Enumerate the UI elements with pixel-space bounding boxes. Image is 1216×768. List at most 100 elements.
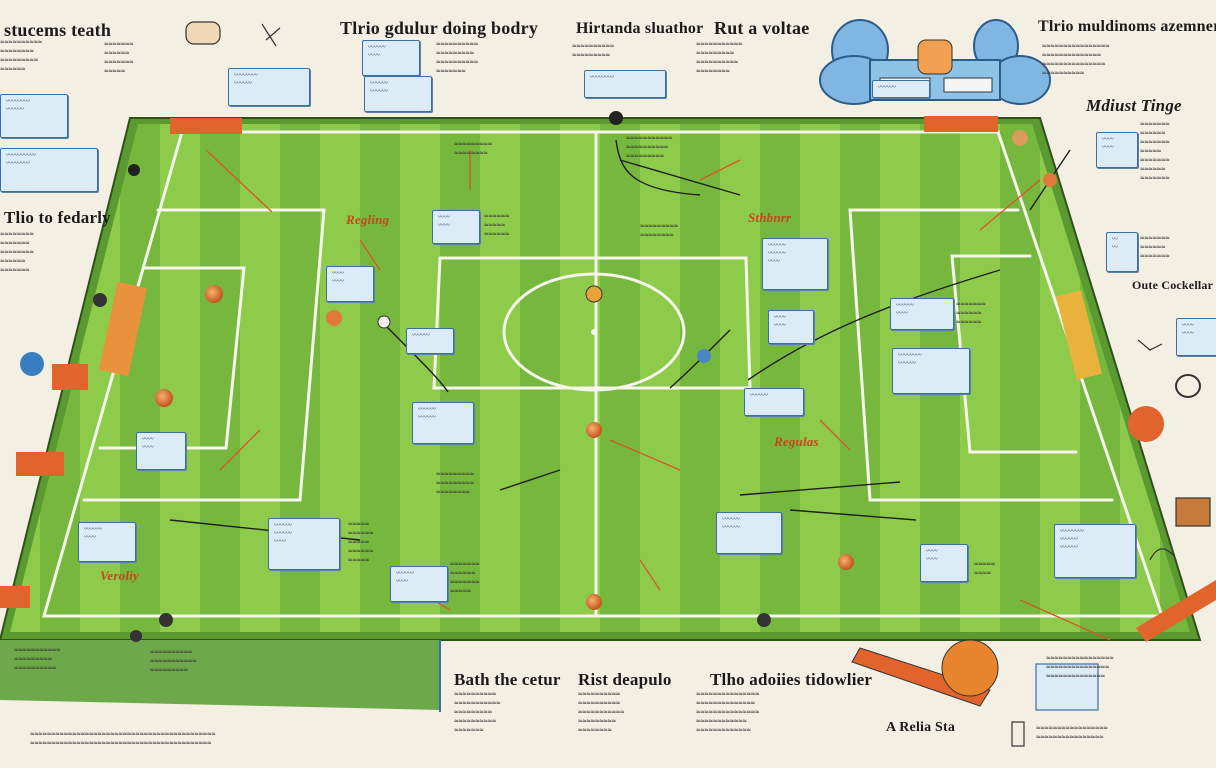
annotation-note: 〰〰 〰〰	[1096, 132, 1138, 168]
heading-right-upper: Mdiust Tinge	[1086, 96, 1182, 115]
annotation-note: 〰〰〰 〰〰〰	[716, 512, 782, 554]
doodles	[185, 21, 1211, 747]
tactic-arrows	[169, 139, 1071, 541]
annotation-note: 〰〰〰 〰〰〰 〰〰	[762, 238, 828, 290]
annotation-note: 〰〰〰〰 〰〰〰	[0, 94, 68, 138]
player-token	[757, 613, 771, 627]
text-block: ≈≈≈≈≈≈≈ ≈≈≈≈≈≈ ≈≈≈≈≈≈≈ ≈≈≈≈≈ ≈≈≈≈≈≈≈ ≈≈≈…	[1140, 120, 1170, 182]
player-token	[609, 111, 623, 125]
text-block: ≈≈≈≈≈≈≈≈≈ ≈≈≈≈≈≈≈≈	[454, 140, 492, 157]
field-label-left-lower: Veroliy	[100, 568, 139, 583]
orange-ball	[1128, 406, 1164, 442]
annotation-note: 〰〰〰 〰〰〰 〰〰	[268, 518, 340, 570]
annotation-note: 〰〰〰〰 〰〰〰	[228, 68, 310, 106]
heading-top-left: stucems teath	[4, 20, 112, 40]
annotation-note: 〰〰〰〰 〰〰〰	[892, 348, 970, 394]
orange-tag	[98, 281, 148, 377]
annotation-note: 〰〰〰 〰〰	[78, 522, 136, 562]
text-block: ≈≈≈≈≈≈≈≈≈ ≈≈≈≈≈≈≈≈	[640, 222, 678, 239]
field-label-right-lower: Regulas	[774, 434, 819, 449]
text-block: ≈≈≈≈≈≈≈ ≈≈≈≈≈≈ ≈≈≈≈≈≈≈	[1140, 234, 1170, 260]
stadium-drawing	[819, 19, 1051, 105]
player-token	[586, 594, 602, 610]
player-token	[586, 422, 602, 438]
text-block: ≈≈≈≈≈≈≈ ≈≈≈≈≈≈ ≈≈≈≈≈≈≈ ≈≈≈≈≈	[104, 40, 134, 75]
text-block: ≈≈≈≈≈≈≈≈≈≈≈ ≈≈≈≈≈≈≈≈≈≈ ≈≈≈≈≈≈≈≈≈	[626, 134, 673, 160]
player-token	[326, 310, 342, 326]
text-block: ≈≈≈≈≈≈≈≈≈≈≈≈≈≈≈ ≈≈≈≈≈≈≈≈≈≈≈≈≈≈ ≈≈≈≈≈≈≈≈≈…	[696, 690, 760, 734]
blue-ball	[20, 352, 44, 376]
text-block: ≈≈≈≈≈≈ ≈≈≈≈≈ ≈≈≈≈≈≈	[484, 212, 510, 238]
text-block: ≈≈≈≈≈≈≈≈≈≈≈≈≈≈≈≈ ≈≈≈≈≈≈≈≈≈≈≈≈≈≈ ≈≈≈≈≈≈≈≈…	[1042, 42, 1110, 77]
heading-top-center-right: Rut a voltae	[714, 18, 810, 38]
annotation-note: 〰〰〰 〰〰	[362, 40, 420, 76]
text-block: ≈≈≈≈≈≈≈≈≈≈≈≈≈≈≈≈≈ ≈≈≈≈≈≈≈≈≈≈≈≈≈≈≈≈	[1036, 724, 1108, 741]
heading-bottom-left-center: Bath the cetur	[454, 670, 561, 689]
heading-bottom-center: Rist deapulo	[578, 670, 672, 689]
heading-top-right: Tlrio muldinoms azemner	[1038, 18, 1216, 35]
heading-top-center: Hirtanda sluathor	[576, 20, 704, 37]
player-token	[585, 285, 603, 303]
annotation-note: 〰〰 〰〰	[326, 266, 374, 302]
annotation-note: 〰〰 〰〰	[768, 310, 814, 344]
players	[93, 111, 1057, 642]
orange-tag	[0, 586, 30, 608]
center-spot	[591, 329, 597, 335]
text-block: ≈≈≈≈≈≈≈≈ ≈≈≈≈≈≈≈ ≈≈≈≈≈≈≈≈ ≈≈≈≈≈≈ ≈≈≈≈≈≈≈	[0, 230, 34, 274]
annotation-note: 〰〰〰〰 〰〰〰 〰〰〰	[1054, 524, 1136, 578]
annotation-note: 〰 〰	[1106, 232, 1138, 272]
text-block: ≈≈≈≈≈≈≈≈≈ ≈≈≈≈≈≈≈≈≈ ≈≈≈≈≈≈≈≈	[436, 470, 474, 496]
lower-grass	[0, 640, 440, 710]
annotation-note: 〰〰〰 〰〰	[390, 566, 448, 602]
annotation-note: 〰〰〰 〰〰〰	[412, 402, 474, 444]
text-block: ≈≈≈≈≈≈≈≈≈≈ ≈≈≈≈≈≈≈≈≈	[572, 42, 615, 59]
text-block: ≈≈≈≈≈ ≈≈≈≈	[974, 560, 996, 577]
player-token	[1043, 173, 1057, 187]
text-block: ≈≈≈≈≈≈≈≈≈≈≈ ≈≈≈≈≈≈≈≈≈ ≈≈≈≈≈≈≈≈≈≈	[14, 646, 61, 672]
text-block: ≈≈≈≈≈≈≈≈≈≈≈≈≈≈≈≈ ≈≈≈≈≈≈≈≈≈≈≈≈≈≈≈ ≈≈≈≈≈≈≈…	[1046, 654, 1114, 680]
player-token	[93, 293, 107, 307]
annotation-note: 〰〰〰	[872, 80, 930, 98]
orange-bar	[1136, 580, 1216, 642]
text-block: ≈≈≈≈≈≈≈ ≈≈≈≈≈≈ ≈≈≈≈≈≈≈ ≈≈≈≈≈	[450, 560, 480, 595]
field-label-left: Regling	[346, 212, 390, 227]
text-block: ≈≈≈≈≈≈≈≈≈≈≈ ≈≈≈≈≈≈≈≈≈ ≈≈≈≈≈≈≈≈≈≈ ≈≈≈≈≈≈≈…	[696, 40, 743, 75]
heading-right-mid: Oute Cockellar fed	[1132, 278, 1216, 292]
annotation-note: 〰〰 〰〰	[136, 432, 186, 470]
annotation-note: 〰〰〰	[406, 328, 454, 354]
player-token	[128, 164, 140, 176]
text-block: ≈≈≈≈≈≈≈≈≈≈ ≈≈≈≈≈≈≈≈≈ ≈≈≈≈≈≈≈≈≈≈ ≈≈≈≈≈≈≈	[436, 40, 479, 75]
text-block: ≈≈≈≈≈≈≈≈≈≈ ≈≈≈≈≈≈≈≈≈≈ ≈≈≈≈≈≈≈≈≈≈≈ ≈≈≈≈≈≈…	[578, 690, 625, 734]
annotation-note: 〰〰 〰〰	[432, 210, 480, 244]
orange-ball-small	[1175, 374, 1201, 398]
annotation-note: 〰〰 〰〰	[1176, 318, 1216, 356]
annotation-note: 〰〰〰〰	[584, 70, 666, 98]
pitch-surface	[10, 124, 1190, 632]
field-label-right: Sthbnrr	[748, 210, 792, 225]
heading-left-mid: Tlio to fedarly	[4, 208, 111, 227]
player-token	[838, 554, 854, 570]
player-token	[697, 349, 711, 363]
player-token	[155, 389, 173, 407]
heading-bottom-right-small: A Relia Sta	[886, 720, 956, 735]
text-block: ≈≈≈≈≈≈≈≈≈≈ ≈≈≈≈≈≈≈≈≈≈≈ ≈≈≈≈≈≈≈≈≈ ≈≈≈≈≈≈≈…	[454, 690, 501, 734]
orange-tag	[924, 116, 998, 132]
orange-tag	[16, 452, 64, 476]
text-block: ≈≈≈≈≈≈≈ ≈≈≈≈≈≈ ≈≈≈≈≈≈	[956, 300, 986, 326]
player-token	[205, 285, 223, 303]
text-block: ≈≈≈≈≈ ≈≈≈≈≈≈ ≈≈≈≈≈ ≈≈≈≈≈≈ ≈≈≈≈≈	[348, 520, 374, 564]
player-token	[1012, 130, 1028, 146]
annotation-note: 〰〰〰 〰〰	[890, 298, 954, 330]
text-block: ≈≈≈≈≈≈≈≈≈≈≈≈≈≈≈≈≈≈≈≈≈≈≈≈≈≈≈≈≈≈≈≈≈≈≈≈≈≈≈≈…	[30, 730, 216, 747]
heading-top-center-left: Tlrio gdulur doing bodry	[340, 18, 539, 38]
text-block: ≈≈≈≈≈≈≈≈≈≈ ≈≈≈≈≈≈≈≈ ≈≈≈≈≈≈≈≈≈ ≈≈≈≈≈≈	[0, 38, 43, 73]
player-token	[159, 613, 173, 627]
player-token	[130, 630, 142, 642]
annotation-note: 〰〰〰	[744, 388, 804, 416]
orange-globe	[941, 639, 999, 697]
orange-tag	[52, 364, 88, 390]
heading-bottom-center-right: Tlho adoiies tidowlier	[710, 670, 873, 689]
orange-tag	[1055, 290, 1103, 380]
annotation-note: 〰〰 〰〰	[920, 544, 968, 582]
